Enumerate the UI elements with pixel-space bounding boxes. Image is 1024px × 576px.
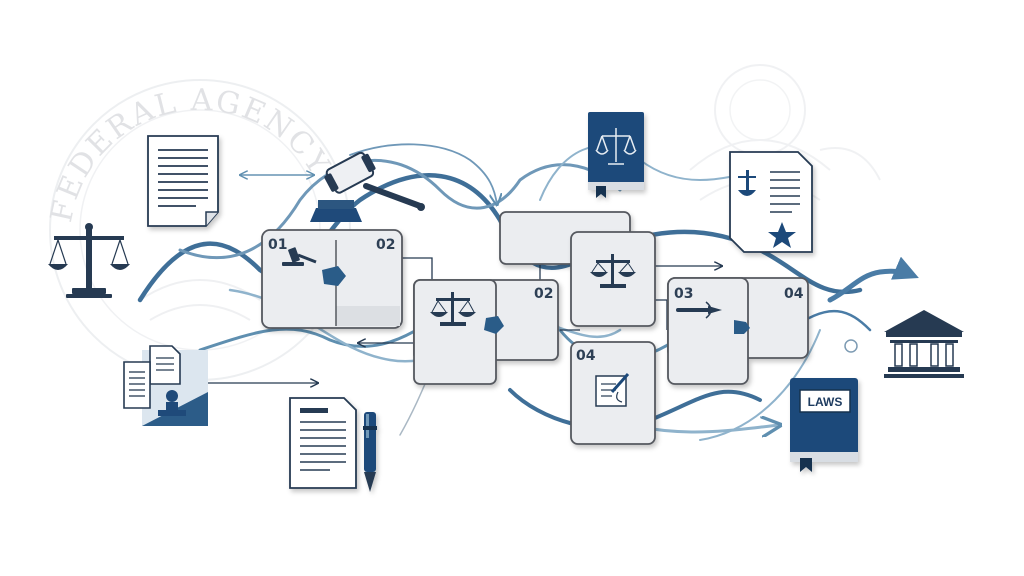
card-01-label-right: 02 (376, 237, 395, 253)
certificate-with-seal-icon (729, 151, 813, 253)
id-badge-stamp-icon (123, 345, 208, 426)
card-01-label-left: 01 (268, 237, 287, 253)
step-card-03-04: 03 04 (667, 277, 809, 385)
signing-document-icon (595, 373, 630, 407)
law-book-scales-icon (588, 112, 644, 198)
document-icon-top-left (147, 135, 219, 227)
scales-icon-card-02 (430, 292, 476, 326)
scales-icon-card-center (590, 254, 636, 288)
courthouse-icon (884, 310, 964, 378)
signed-document-with-pen-icon (289, 397, 377, 492)
card-03-label-left: 03 (674, 286, 693, 302)
step-card-02: 02 (413, 279, 559, 385)
card-04-label-left: 04 (576, 348, 596, 364)
connector-arrows (206, 175, 722, 383)
gavel-icon-small (282, 247, 317, 266)
sword-icon (676, 301, 722, 319)
pen-icon (363, 412, 377, 492)
gavel-icon-large (310, 151, 425, 222)
step-card-04-bottom: 04 (570, 341, 656, 445)
book-label: LAWS (808, 395, 843, 409)
step-card-01: 01 02 (261, 229, 403, 329)
small-ring (844, 339, 858, 353)
card-04-label-right: 04 (784, 286, 804, 302)
scales-icon-left (48, 223, 130, 298)
step-card-scales (570, 231, 656, 327)
laws-book-icon: LAWS (790, 378, 858, 472)
card-02-label-right: 02 (534, 286, 553, 302)
